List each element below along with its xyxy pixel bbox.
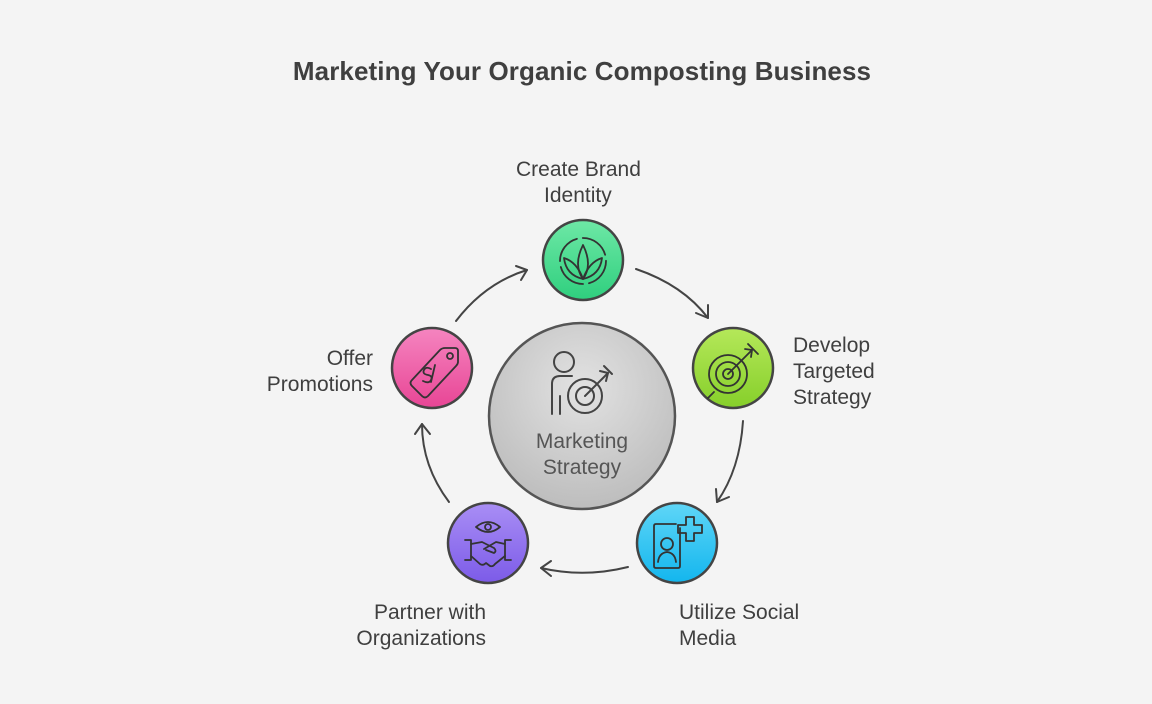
- price-tag-icon: [409, 347, 459, 399]
- person-target-icon: [551, 351, 613, 415]
- step-node-offer-promotions: [390, 326, 474, 410]
- step-label-social-media: Utilize Social Media: [679, 601, 800, 650]
- center-node: [487, 321, 677, 511]
- step-label-targeted-strategy: Develop Targeted Strategy: [793, 334, 875, 409]
- arrow-3-to-4: [540, 560, 629, 577]
- step-node-partner-organizations: [446, 501, 530, 585]
- page-title: Marketing Your Organic Composting Busine…: [292, 56, 872, 86]
- arrow-1-to-2: [635, 268, 709, 319]
- step-node-targeted-strategy: [691, 326, 775, 410]
- center-label: Marketing Strategy: [535, 430, 629, 479]
- arrow-4-to-5: [414, 423, 450, 503]
- arrow-2-to-3: [715, 420, 744, 503]
- step-node-social-media: [635, 501, 719, 585]
- step-label-offer-promotions: Offer Promotions: [266, 347, 373, 396]
- step-label-partner-organizations: Partner with Organizations: [356, 601, 486, 650]
- step-label-brand-identity: Create Brand Identity: [516, 158, 641, 207]
- arrow-5-to-1: [455, 265, 528, 322]
- lotus-leaf-icon: [559, 237, 607, 285]
- handshake-eye-icon: [464, 521, 512, 568]
- step-node-brand-identity: [541, 218, 625, 302]
- profile-add-icon: [653, 516, 703, 569]
- target-arrow-icon: [707, 343, 759, 399]
